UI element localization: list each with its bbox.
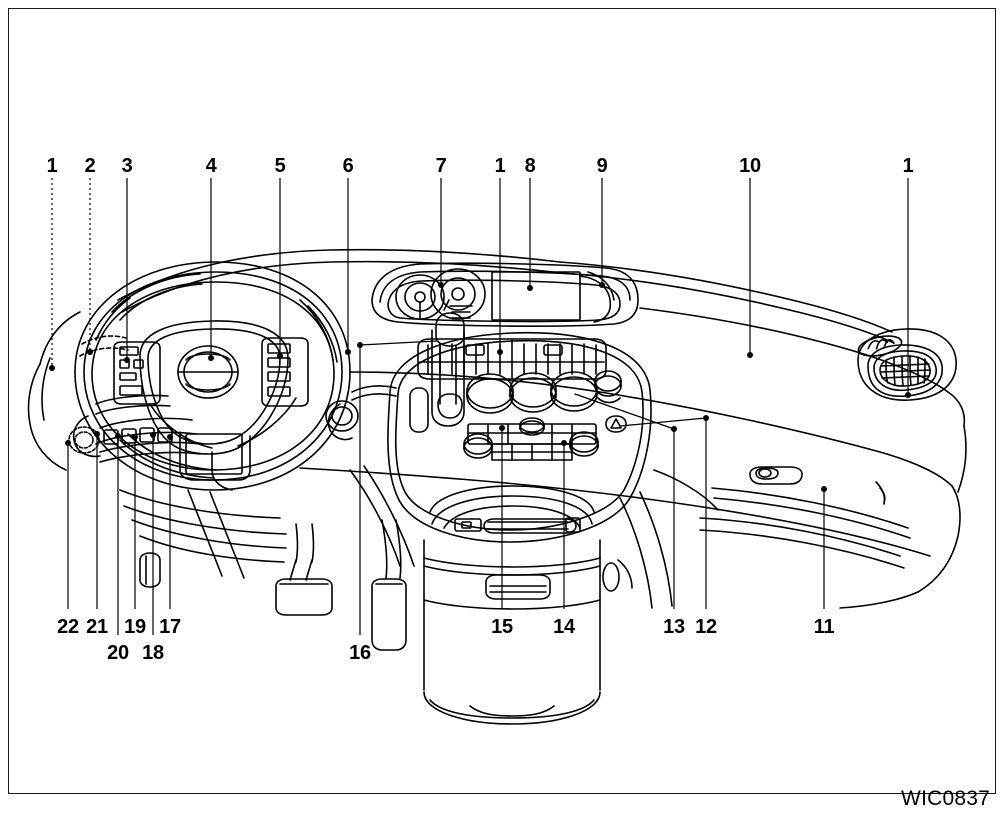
callout-number: 11 xyxy=(813,616,835,638)
callout-number: 8 xyxy=(524,155,536,177)
callout-number: 7 xyxy=(435,155,447,177)
callout-number: 6 xyxy=(342,155,354,177)
figure-code: WIC0837 xyxy=(901,787,990,810)
callout-number: 5 xyxy=(274,155,286,177)
callout-number: 14 xyxy=(553,616,575,638)
callout-number: 1 xyxy=(46,155,58,177)
callout-number: 1 xyxy=(902,155,914,177)
callout-number: 18 xyxy=(142,642,164,664)
callout-number: 9 xyxy=(596,155,608,177)
callout-number: 19 xyxy=(124,616,146,638)
callout-number: 15 xyxy=(491,616,513,638)
callout-number: 20 xyxy=(107,642,129,664)
callout-number: 13 xyxy=(663,616,685,638)
figure-border xyxy=(8,8,996,794)
callout-number: 21 xyxy=(86,616,108,638)
callout-number: 16 xyxy=(349,642,371,664)
callout-number: 22 xyxy=(57,616,79,638)
callout-number: 4 xyxy=(205,155,217,177)
callout-number: 12 xyxy=(695,616,717,638)
callout-number: 10 xyxy=(739,155,761,177)
callout-number: 3 xyxy=(121,155,133,177)
callout-number: 2 xyxy=(84,155,96,177)
callout-number: 1 xyxy=(494,155,506,177)
callout-number: 17 xyxy=(159,616,181,638)
